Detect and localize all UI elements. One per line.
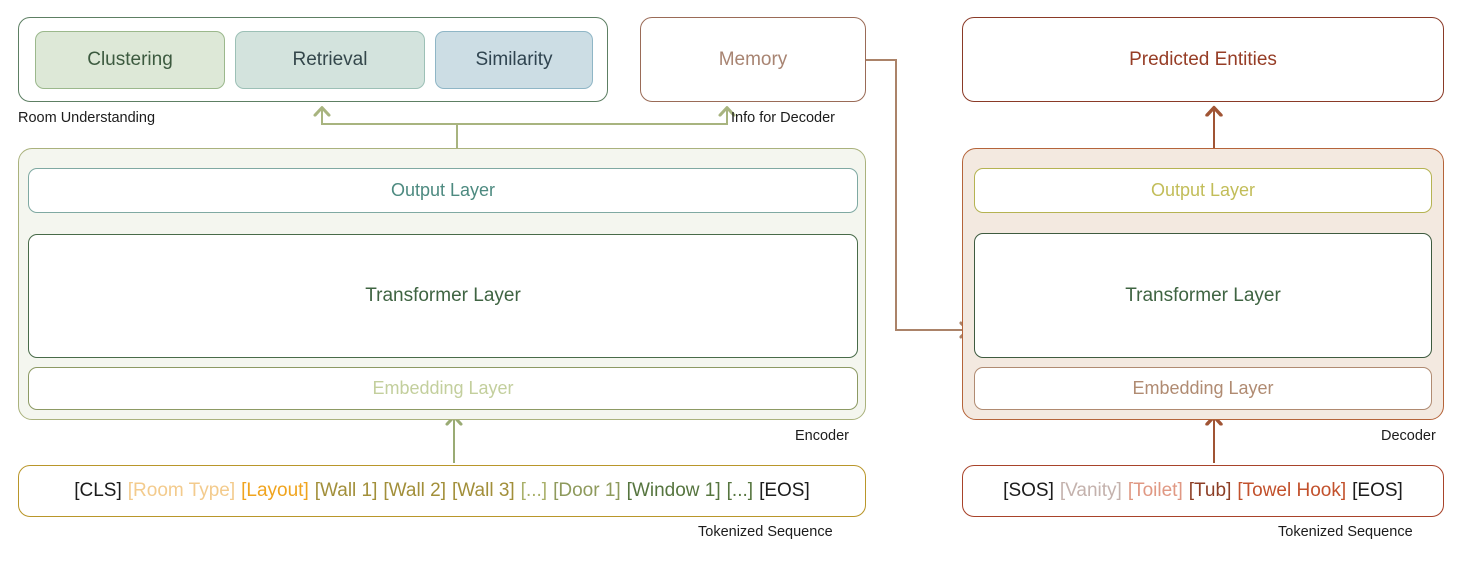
encoder-token: [Wall 3] <box>452 480 515 501</box>
memory-box[interactable]: Memory <box>640 17 866 102</box>
info-for-decoder-caption: Info for Decoder <box>731 110 835 126</box>
encoder-output-layer[interactable]: Output Layer <box>28 168 858 213</box>
encoder-token: [Door 1] <box>553 480 621 501</box>
task-pill-similarity-label: Similarity <box>475 49 553 70</box>
decoder-token: [SOS] <box>1003 480 1054 501</box>
decoder-caption: Decoder <box>1381 428 1436 444</box>
room-understanding-group: Clustering Retrieval Similarity <box>18 17 608 102</box>
task-pill-retrieval[interactable]: Retrieval <box>235 31 425 89</box>
encoder-token-row: [CLS][Room Type][Layout][Wall 1][Wall 2]… <box>19 480 865 502</box>
encoder-transformer-layer-label: Transformer Layer <box>365 285 521 306</box>
room-understanding-caption: Room Understanding <box>18 110 156 126</box>
decoder-transformer-layer-label: Transformer Layer <box>1125 284 1281 306</box>
task-pill-similarity[interactable]: Similarity <box>435 31 593 89</box>
decoder-token: [Tub] <box>1188 480 1232 501</box>
decoder-token: [Towel Hook] <box>1237 480 1347 501</box>
decoder-token-row: [SOS][Vanity][Toilet][Tub][Towel Hook][E… <box>963 480 1443 502</box>
encoder-token: [Window 1] <box>626 480 721 501</box>
decoder-tokenized-sequence-caption: Tokenized Sequence <box>1278 524 1413 540</box>
encoder-caption: Encoder <box>795 428 850 444</box>
encoder-token: [...] <box>726 480 754 501</box>
decoder-embedding-layer-label: Embedding Layer <box>1132 378 1274 398</box>
encoder-token: [Room Type] <box>127 480 236 501</box>
decoder-token-sequence-box[interactable]: [SOS][Vanity][Toilet][Tub][Towel Hook][E… <box>962 465 1444 517</box>
connector-memory-to-decoder <box>866 59 968 330</box>
encoder-token: [Wall 1] <box>314 480 378 501</box>
predicted-entities-label: Predicted Entities <box>1129 48 1277 70</box>
decoder-output-layer-label: Output Layer <box>1150 180 1256 200</box>
encoder-token-sequence-box[interactable]: [CLS][Room Type][Layout][Wall 1][Wall 2]… <box>18 465 866 517</box>
decoder-token: [Vanity] <box>1059 480 1122 501</box>
encoder-token: [CLS] <box>74 480 122 501</box>
memory-label: Memory <box>718 48 788 70</box>
task-pill-clustering[interactable]: Clustering <box>35 31 225 89</box>
encoder-output-layer-label: Output Layer <box>390 180 496 200</box>
encoder-token: [EOS] <box>759 480 810 501</box>
decoder-transformer-layer[interactable]: Transformer Layer <box>974 233 1432 358</box>
decoder-embedding-layer[interactable]: Embedding Layer <box>974 367 1432 410</box>
task-pill-clustering-label: Clustering <box>87 49 173 70</box>
encoder-token: [Wall 2] <box>383 480 447 501</box>
predicted-entities-box[interactable]: Predicted Entities <box>962 17 1444 102</box>
encoder-embedding-layer[interactable]: Embedding Layer <box>28 367 858 410</box>
encoder-token: [Layout] <box>241 480 309 501</box>
decoder-output-layer[interactable]: Output Layer <box>974 168 1432 213</box>
decoder-token: [EOS] <box>1352 480 1403 501</box>
encoder-token: [...] <box>520 480 548 501</box>
encoder-tokenized-sequence-caption: Tokenized Sequence <box>698 524 833 540</box>
encoder-embedding-layer-label: Embedding Layer <box>372 378 514 398</box>
decoder-token: [Toilet] <box>1127 480 1183 501</box>
encoder-transformer-layer[interactable]: Transformer Layer <box>28 234 858 358</box>
task-pill-retrieval-label: Retrieval <box>292 49 368 70</box>
